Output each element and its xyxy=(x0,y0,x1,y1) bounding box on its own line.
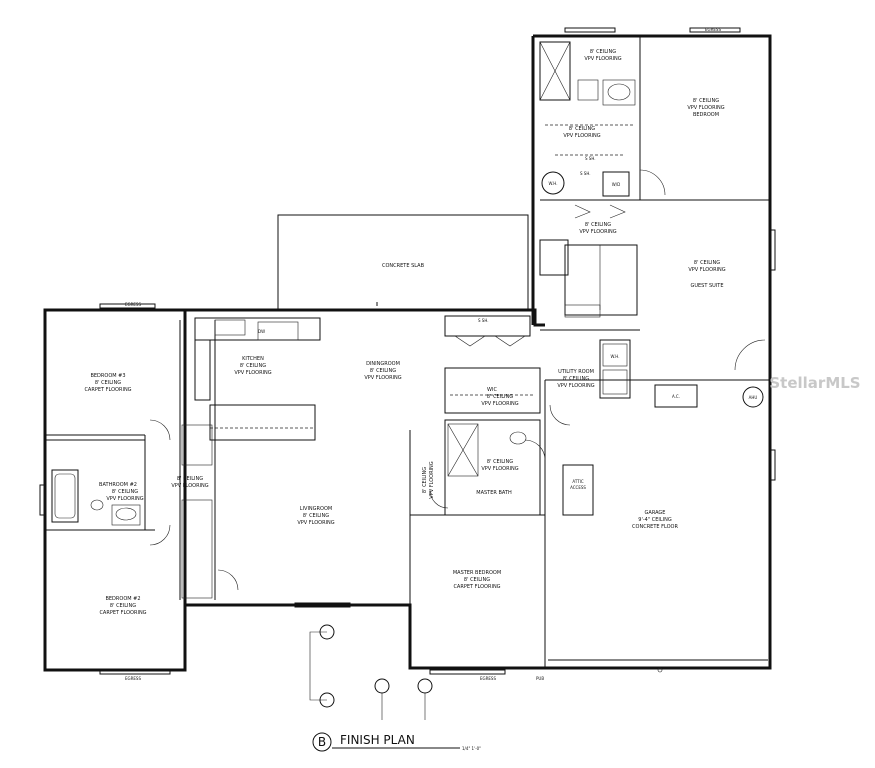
guestbedroom-floor: VPV FLOORING xyxy=(687,105,724,111)
pub-label: PUB xyxy=(536,676,544,681)
wh-label: W.H. xyxy=(611,354,620,359)
diningroom-ceiling: 8' CEILING xyxy=(370,368,396,374)
garage-floor: CONCRETE FLOOR xyxy=(632,524,678,530)
exterior-walls xyxy=(43,34,772,672)
bedroom3-floor: CARPET FLOORING xyxy=(84,387,131,393)
ac-label: A.C. xyxy=(672,394,680,399)
egress-label-guest: EGRESS xyxy=(705,27,721,32)
attic-access-label-2: ACCESS xyxy=(570,485,586,490)
guestbath-ceiling: 8' CEILING xyxy=(590,49,616,55)
wic-ceiling: 8' CEILING xyxy=(487,394,513,400)
kitchen-fixtures xyxy=(194,317,321,441)
livingroom-ceiling: 8' CEILING xyxy=(303,513,329,519)
utility-ceiling: 8' CEILING xyxy=(563,376,589,382)
small-annotations: EGRESS EGRESS EGRESS EGRESS PUB DW S SH.… xyxy=(125,27,721,681)
elevation-markers xyxy=(309,624,433,720)
bathroom2-floor: VPV FLOORING xyxy=(106,496,143,502)
room-labels: BEDROOM #3 8' CEILING CARPET FLOORING BE… xyxy=(84,49,725,616)
attic-access-label-1: ATTIC xyxy=(572,479,583,484)
masterbedroom-ceiling: 8' CEILING xyxy=(464,577,490,583)
master-suite xyxy=(409,315,571,668)
concrete-slab: CONCRETE SLAB xyxy=(277,214,529,310)
guest-wd-label: W/D xyxy=(612,182,620,187)
livingroom-floor: VPV FLOORING xyxy=(297,520,334,526)
utility-name: UTILITY ROOM xyxy=(558,369,594,375)
guestkitchen-ceiling: 8' CEILING xyxy=(585,222,611,228)
guestsuite-ceiling: 8' CEILING xyxy=(694,260,720,266)
shelf-label-guest-2: S SH. xyxy=(580,171,591,176)
egress-label-top: EGRESS xyxy=(125,302,141,307)
kitchen-name: KITCHEN xyxy=(242,356,264,362)
window-marks xyxy=(39,27,776,675)
livingroom-name: LIVINGROOM xyxy=(300,506,332,512)
diningroom-name: DININGROOM xyxy=(366,361,400,367)
hall-floor: VPV FLOORING xyxy=(171,483,208,489)
guestcloset-ceiling: 8' CEILING xyxy=(569,126,595,132)
guestsuite-floor: VPV FLOORING xyxy=(688,267,725,273)
guestkitchen-floor: VPV FLOORING xyxy=(579,229,616,235)
utility-floor: VPV FLOORING xyxy=(557,383,594,389)
masterbath-ceiling: 8' CEILING xyxy=(487,459,513,465)
guestsuite-name: GUEST SUITE xyxy=(690,283,723,289)
kitchen-floor: VPV FLOORING xyxy=(234,370,271,376)
wic-floor: VPV FLOORING xyxy=(481,401,518,407)
title-marker: B xyxy=(318,735,326,749)
concrete-slab-label: CONCRETE SLAB xyxy=(382,263,425,269)
hall2-floor: VPV FLOORING xyxy=(429,461,435,498)
guestcloset-floor: VPV FLOORING xyxy=(563,133,600,139)
bedroom3-name: BEDROOM #3 xyxy=(90,373,125,379)
bedroom3-ceiling: 8' CEILING xyxy=(95,380,121,386)
masterbedroom-floor: CARPET FLOORING xyxy=(453,584,500,590)
dw-label: DW xyxy=(258,329,265,334)
wic-name: WIC xyxy=(487,387,497,393)
utility-garage: W.H. A.C. AHU ATTIC ACCESS xyxy=(545,339,770,673)
title-block: B FINISH PLAN 1/4" 1'-0" xyxy=(312,732,481,752)
bathroom2-ceiling: 8' CEILING xyxy=(112,489,138,495)
bedroom2-ceiling: 8' CEILING xyxy=(110,603,136,609)
masterbath-name: MASTER BATH xyxy=(476,490,512,496)
watermark: StellarMLS xyxy=(769,374,860,392)
shelf-label-dining: S SH. xyxy=(478,318,489,323)
guest-suite: W.H. W/D xyxy=(539,36,770,371)
title-scale: 1/4" 1'-0" xyxy=(462,746,481,751)
kitchen-ceiling: 8' CEILING xyxy=(240,363,266,369)
bathroom2-name: BATHROOM #2 xyxy=(99,482,137,488)
guest-wh-label: W.H. xyxy=(549,181,558,186)
egress-label-bottom-left: EGRESS xyxy=(125,676,141,681)
bedroom2-floor: CARPET FLOORING xyxy=(99,610,146,616)
diningroom-floor: VPV FLOORING xyxy=(364,375,401,381)
masterbath-floor: VPV FLOORING xyxy=(481,466,518,472)
guestbedroom-ceiling: 8' CEILING xyxy=(693,98,719,104)
ahu-label: AHU xyxy=(749,395,758,400)
hall-ceiling: 8' CEILING xyxy=(177,476,203,482)
left-wing xyxy=(45,320,239,600)
egress-label-bottom-right: EGRESS xyxy=(480,676,496,681)
masterbedroom-name: MASTER BEDROOM xyxy=(453,570,501,576)
hall2-ceiling: 8' CEILING xyxy=(422,467,428,493)
garage-name: GARAGE xyxy=(645,510,666,516)
guestbath-floor: VPV FLOORING xyxy=(584,56,621,62)
garage-ceiling: 9'-4" CEILING xyxy=(638,517,672,523)
bedroom2-name: BEDROOM #2 xyxy=(105,596,140,602)
shelf-label-guest: S SH. xyxy=(585,156,596,161)
guestbedroom-name: BEDROOM xyxy=(693,112,719,118)
title-text: FINISH PLAN xyxy=(340,733,415,747)
